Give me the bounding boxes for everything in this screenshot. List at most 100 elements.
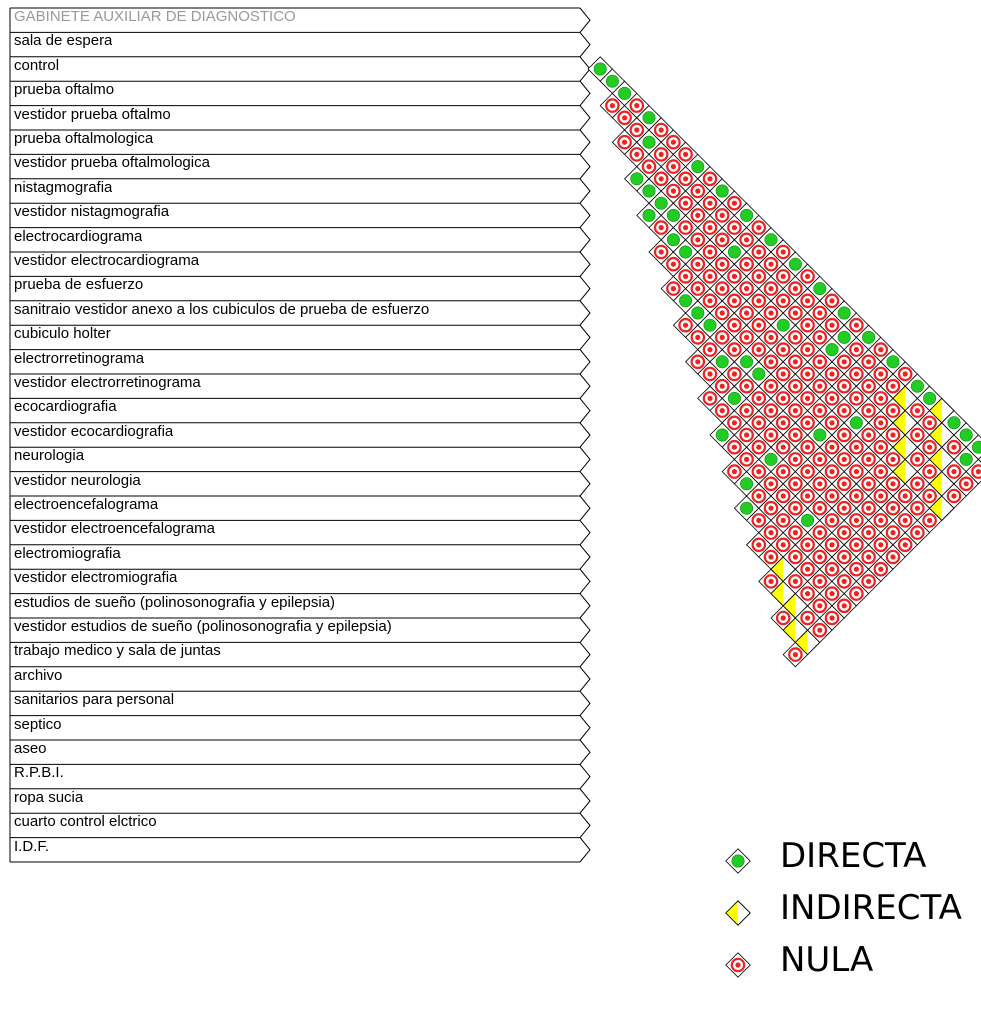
row-label: cubiculo holter — [14, 325, 111, 343]
cell-mark-indirecta — [771, 581, 784, 606]
cell-mark-nula-dot — [744, 237, 750, 243]
cell-mark-nula-dot — [951, 493, 957, 499]
cell-mark-nula-dot — [792, 334, 799, 340]
cell-mark-directa — [837, 330, 851, 344]
cell-mark-directa — [715, 428, 729, 442]
cell-mark-nula-dot — [829, 615, 835, 621]
cell-mark-nula-dot — [866, 456, 872, 462]
cell-mark-nula-dot — [914, 481, 921, 487]
cell-mark-nula-dot — [792, 359, 799, 365]
cell-mark-directa — [813, 428, 827, 442]
cell-mark-nula-dot — [841, 578, 847, 585]
cell-mark-nula-dot — [707, 249, 713, 255]
row-label: electromiografia — [14, 544, 121, 562]
cell-mark-nula-dot — [792, 554, 799, 560]
row-arrow — [579, 178, 591, 204]
cell-mark-nula-dot — [829, 444, 835, 450]
cell-mark-nula-dot — [841, 554, 847, 560]
table-title: GABINETE AUXILIAR DE DIAGNOSTICO — [14, 8, 296, 25]
cell-mark-nula-dot — [841, 408, 847, 414]
cell-mark-nula-dot — [768, 310, 774, 316]
cell-mark-directa — [740, 208, 754, 222]
cell-mark-directa — [715, 184, 729, 198]
cell-mark-indirecta — [893, 386, 906, 411]
cell-mark-nula-dot — [731, 322, 738, 328]
cell-mark-nula-dot — [866, 554, 872, 560]
cell-mark-nula-dot — [744, 286, 750, 292]
cell-mark-nula-dot — [768, 481, 774, 487]
row-label: septico — [14, 715, 62, 733]
cell-mark-nula-dot — [780, 249, 786, 255]
cell-mark-directa — [642, 184, 656, 198]
cell-mark-nula-dot — [756, 225, 762, 231]
cell-mark-nula-dot — [683, 225, 689, 231]
cell-mark-directa — [679, 245, 693, 259]
cell-mark-directa — [740, 501, 754, 515]
cell-mark-nula-dot — [658, 249, 664, 255]
cell-mark-directa — [886, 355, 900, 369]
row-arrow — [579, 812, 591, 838]
cell-mark-nula-dot — [719, 408, 725, 414]
row-arrow — [579, 837, 591, 863]
cell-mark-nula-dot — [768, 261, 774, 267]
cell-mark-nula-dot — [890, 456, 896, 462]
cell-mark-nula-dot — [866, 530, 872, 536]
row-label: ropa sucia — [14, 788, 84, 806]
cell-mark-nula-dot — [805, 542, 811, 548]
cell-mark-nula-dot — [866, 432, 872, 438]
cell-mark-nula-dot — [841, 530, 847, 536]
cell-mark-nula-dot — [829, 469, 835, 475]
cell-mark-nula-dot — [853, 591, 860, 597]
row-label: prueba oftalmo — [14, 81, 115, 99]
cell-mark-nula-dot — [963, 481, 969, 487]
cell-mark-nula-dot — [890, 383, 896, 389]
cell-mark-nula-dot — [805, 371, 811, 377]
cell-mark-directa — [691, 160, 705, 174]
row-arrow — [579, 154, 591, 180]
cell-mark-nula-dot — [927, 469, 933, 475]
cell-mark-nula-dot — [853, 493, 860, 499]
cell-mark-directa — [801, 513, 815, 527]
cell-mark-nula-dot — [609, 103, 616, 109]
row-label: vestidor prueba oftalmo — [14, 105, 171, 123]
cell-mark-nula-dot — [902, 542, 908, 548]
cell-mark-nula-dot — [756, 420, 762, 426]
cell-mark-directa — [593, 62, 607, 76]
cell-mark-nula-dot — [878, 395, 884, 401]
cell-mark-nula-dot — [768, 432, 774, 438]
cell-mark-directa — [691, 306, 705, 320]
cell-mark-directa — [813, 282, 827, 296]
cell-mark-nula-dot — [707, 371, 713, 377]
cell-mark-nula-dot — [695, 237, 701, 243]
cell-mark-nula-dot — [841, 505, 847, 511]
cell-mark-nula-dot — [878, 420, 884, 426]
cell-mark-nula-dot — [756, 298, 762, 304]
row-label: trabajo medico y sala de juntas — [14, 642, 221, 660]
cell-mark-nula-dot — [780, 493, 786, 499]
cell-mark-nula-dot — [841, 432, 847, 438]
legend-label-directa: DIRECTA — [780, 836, 927, 876]
cell-mark-nula-dot — [756, 347, 762, 353]
cell-mark-nula-dot — [841, 603, 847, 609]
cell-mark-nula-dot — [719, 310, 725, 316]
matrix-cell — [977, 456, 981, 463]
cell-mark-directa — [605, 74, 619, 88]
row-label: vestidor estudios de sueño (polinosonogr… — [14, 618, 392, 635]
cell-mark-nula-dot — [805, 420, 811, 426]
cell-mark-nula-dot — [853, 566, 860, 572]
cell-mark-nula-dot — [866, 408, 872, 414]
cell-mark-nula-dot — [805, 298, 811, 304]
cell-mark-nula-dot — [805, 395, 811, 401]
cell-mark-directa — [825, 343, 839, 357]
cell-mark-nula-dot — [914, 530, 921, 536]
cell-mark-nula-dot — [805, 322, 811, 328]
cell-mark-directa — [776, 318, 790, 332]
cell-mark-nula-dot — [853, 371, 860, 377]
row-label: aseo — [14, 740, 47, 757]
cell-mark-nula-dot — [670, 286, 677, 292]
cell-mark-nula-dot — [744, 408, 750, 414]
cell-mark-directa — [740, 355, 754, 369]
cell-mark-nula-dot — [670, 139, 677, 145]
